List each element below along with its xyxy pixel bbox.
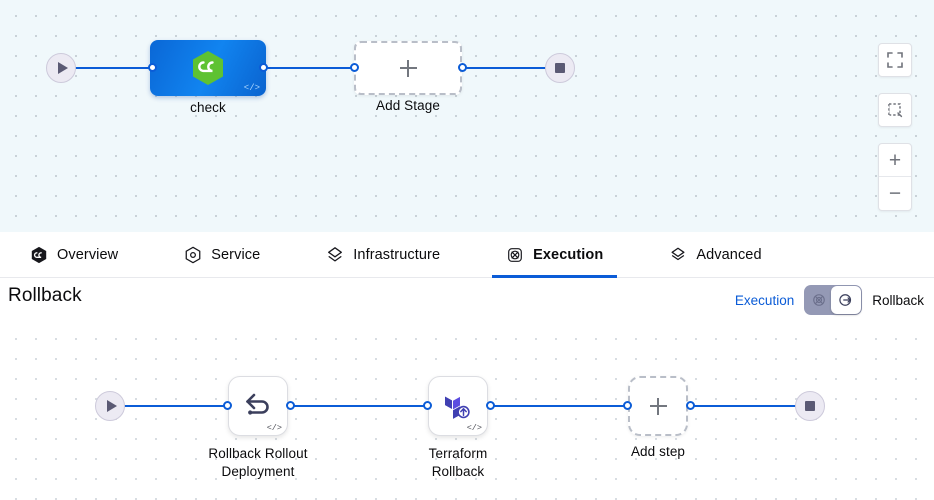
pipeline-start-node[interactable] xyxy=(46,53,76,83)
edge-step1-to-step2 xyxy=(288,405,434,407)
toggle-label-rollback[interactable]: Rollback xyxy=(872,292,924,308)
toggle-label-execution[interactable]: Execution xyxy=(734,292,795,308)
play-icon xyxy=(57,62,68,74)
harness-hexagon-icon xyxy=(193,51,223,85)
code-badge: </> xyxy=(266,423,282,433)
select-area-button[interactable] xyxy=(878,93,912,127)
tab-label: Overview xyxy=(57,246,119,263)
port-addstep-out[interactable] xyxy=(686,401,695,410)
execution-rollback-switch[interactable] xyxy=(804,285,863,315)
tab-overview[interactable]: Overview xyxy=(16,232,132,277)
rollback-end-node[interactable] xyxy=(795,391,825,421)
tab-label: Infrastructure xyxy=(353,246,441,263)
port-step1-out[interactable] xyxy=(286,401,295,410)
port-check-out[interactable] xyxy=(259,63,268,72)
add-step-label: Add step xyxy=(630,444,686,459)
advanced-layers-icon xyxy=(671,247,685,260)
stage-canvas[interactable]: </> check Add Stage xyxy=(0,0,934,232)
edge-start-to-check xyxy=(72,67,156,69)
tab-infrastructure[interactable]: Infrastructure xyxy=(312,232,454,277)
execution-rollback-toggle-group: Execution xyxy=(735,285,924,315)
tab-label: Execution xyxy=(533,246,604,263)
rollback-header: Rollback Execution xyxy=(0,279,934,323)
port-addstep-in[interactable] xyxy=(623,401,632,410)
service-hexagon-icon xyxy=(185,246,201,263)
step-label-rollback-rollout-deployment: Rollback Rollout Deployment xyxy=(208,446,308,479)
add-step-node[interactable] xyxy=(628,376,688,436)
execution-icon xyxy=(508,247,523,262)
port-addstage-in[interactable] xyxy=(350,63,359,72)
stage-label-check: check xyxy=(190,100,226,115)
port-check-in[interactable] xyxy=(148,63,157,72)
page-title: Rollback xyxy=(8,285,82,306)
switch-option-execution[interactable] xyxy=(804,285,833,315)
zoom-controls[interactable]: + − xyxy=(878,143,912,211)
edge-rollbackstart-to-step1 xyxy=(122,405,232,407)
code-badge: </> xyxy=(466,423,482,433)
tab-execution[interactable]: Execution xyxy=(492,232,618,278)
expand-icon xyxy=(887,52,903,68)
terraform-icon xyxy=(445,396,470,419)
switch-option-rollback[interactable] xyxy=(831,286,862,314)
pipeline-end-node[interactable] xyxy=(545,53,575,83)
execution-icon xyxy=(812,294,825,306)
step-node-terraform-rollback[interactable]: </> xyxy=(428,376,488,436)
stop-icon xyxy=(805,401,815,411)
tab-label: Service xyxy=(211,246,261,263)
fit-to-screen-button[interactable] xyxy=(878,43,912,77)
zoom-out-button[interactable]: − xyxy=(888,182,902,205)
tab-label: Advanced xyxy=(696,246,762,263)
dashed-square-icon xyxy=(888,103,903,118)
harness-hexagon-icon xyxy=(31,246,47,263)
edge-step2-to-addstep xyxy=(488,405,634,407)
step-node-rollback-rollout-deployment[interactable]: </> xyxy=(228,376,288,436)
stop-icon xyxy=(555,63,565,73)
add-stage-node[interactable] xyxy=(354,41,462,95)
rollback-canvas[interactable]: </> Rollback Rollout Deployment </> Terr… xyxy=(0,323,934,500)
play-icon xyxy=(106,400,117,412)
step-label-terraform-rollback: Terraform Rollback xyxy=(428,446,488,479)
code-badge: </> xyxy=(243,83,260,93)
rollback-start-node[interactable] xyxy=(95,391,125,421)
edge-addstep-to-rollbackend xyxy=(688,405,808,407)
stage-node-check[interactable]: </> xyxy=(150,40,266,96)
port-step2-in[interactable] xyxy=(423,401,432,410)
plus-icon xyxy=(649,397,667,415)
port-step2-out[interactable] xyxy=(486,401,495,410)
port-addstage-out[interactable] xyxy=(458,63,467,72)
tab-service[interactable]: Service xyxy=(170,232,274,277)
infrastructure-layers-icon xyxy=(328,246,343,261)
rollback-arrow-icon xyxy=(839,294,852,306)
undo-arrow-icon xyxy=(246,393,269,415)
plus-icon xyxy=(399,59,417,77)
stage-tabs: Overview Service Infrastructure xyxy=(0,232,934,278)
edge-check-to-addstage xyxy=(262,67,356,69)
add-stage-label: Add Stage xyxy=(376,98,440,113)
tab-advanced[interactable]: Advanced xyxy=(655,232,775,277)
edge-addstage-to-end xyxy=(460,67,556,69)
port-step1-in[interactable] xyxy=(223,401,232,410)
zoom-in-button[interactable]: + xyxy=(879,144,911,177)
